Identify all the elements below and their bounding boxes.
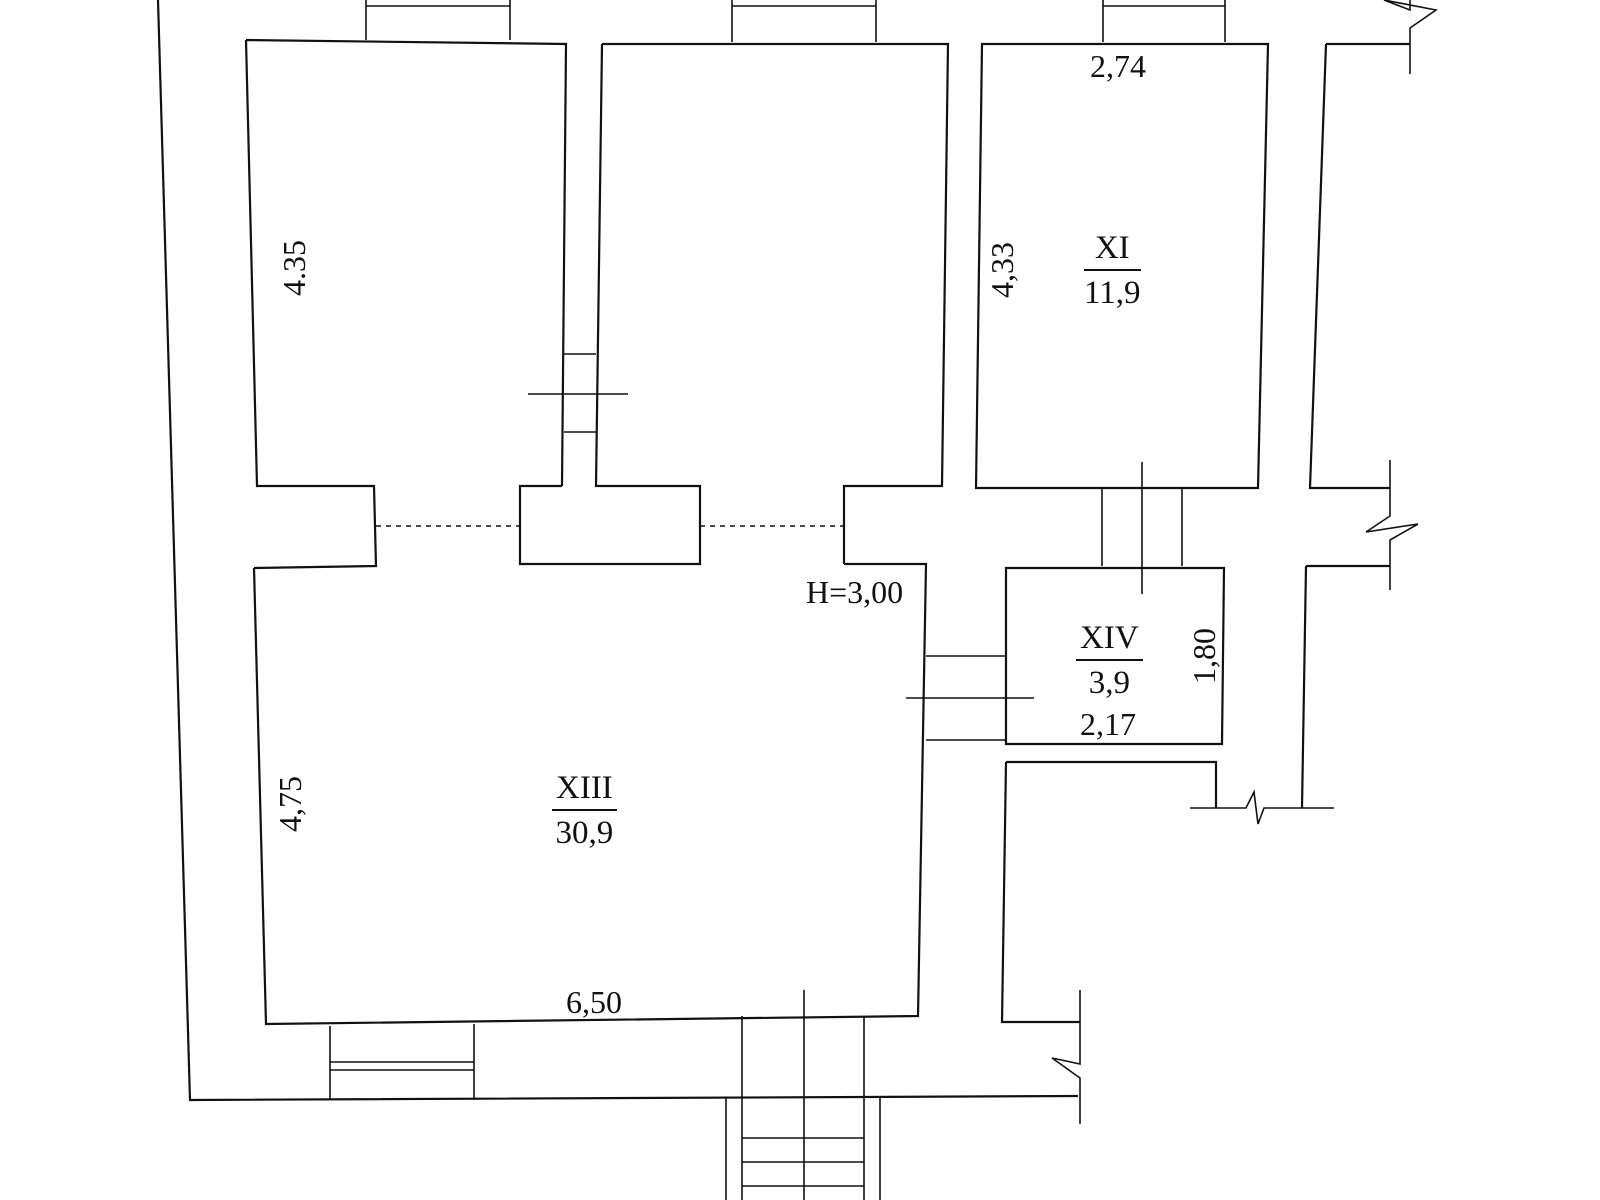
- right-wall-mid: [1300, 564, 1390, 809]
- break-line-top: [1383, 0, 1439, 74]
- window-top-2: [731, 0, 877, 42]
- dimension-left-top-height: 4.35: [276, 240, 312, 296]
- window-bottom: [329, 1024, 475, 1100]
- door-top-left-middle: [528, 353, 628, 433]
- dimension-xiv-width: 2,17: [1080, 706, 1136, 742]
- break-line-right-upper: [1365, 460, 1419, 590]
- dimension-ceiling-height: H=3,00: [806, 574, 904, 610]
- room-xi-wall: [974, 42, 1270, 490]
- break-line-lower: [1051, 990, 1081, 1124]
- right-wall-top: [1308, 42, 1410, 490]
- room-xiv-number: XIV: [1076, 622, 1143, 661]
- break-line-mid: [1190, 789, 1334, 825]
- window-top-3: [1102, 0, 1226, 42]
- passage-xi-xiv: [1101, 462, 1183, 594]
- room-xi-area: 11,9: [1084, 275, 1141, 311]
- dimension-xiii-height: 4,75: [272, 776, 308, 832]
- room-xiv-wall: [1004, 566, 1226, 746]
- room-xiv-area: 3,9: [1088, 665, 1130, 701]
- room-xiii-area: 30,9: [555, 815, 614, 851]
- room-xiii-number: XIII: [552, 772, 617, 811]
- room-xi-number: XI: [1084, 232, 1141, 271]
- dimension-xiv-height: 1,80: [1186, 628, 1222, 684]
- room-xi-label: XI 11,9: [1084, 232, 1141, 310]
- room-top-middle-wall: [518, 42, 950, 566]
- room-top-left-wall: [244, 38, 568, 570]
- outer-wall-left: [156, 0, 1079, 1102]
- dimension-xi-height: 4,33: [984, 242, 1020, 298]
- room-xiii-label: XIII 30,9: [552, 772, 617, 850]
- door-xiii-xiv: [906, 655, 1034, 741]
- window-top-1: [365, 0, 511, 40]
- entrance-stairs: [725, 990, 881, 1200]
- room-lower-right-wall: [1000, 760, 1218, 1024]
- room-xiii-wall: [252, 562, 928, 1026]
- room-xiv-label: XIV 3,9: [1076, 622, 1143, 700]
- dimension-xiii-width: 6,50: [566, 984, 622, 1020]
- dimension-top-right-width: 2,74: [1090, 48, 1146, 84]
